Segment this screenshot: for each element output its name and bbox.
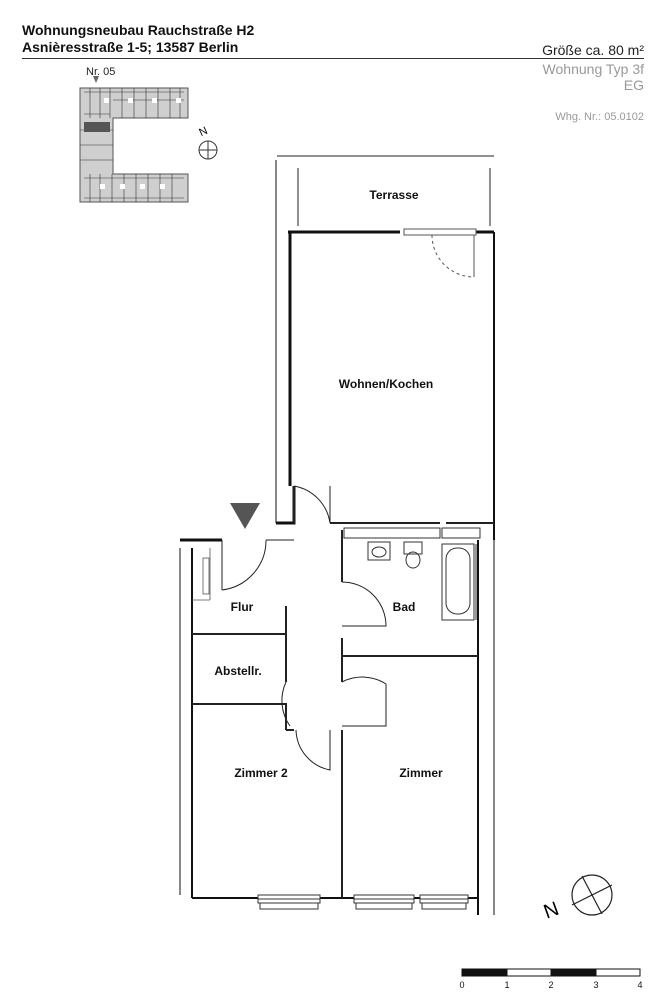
apartment-type: Wohnung Typ 3f: [542, 61, 644, 77]
room-label-zimmer-2: Zimmer 2: [234, 766, 288, 780]
windows: [257, 894, 469, 910]
keyplan-north-letter: N: [197, 125, 209, 139]
keyplan-label: Nr. 05: [86, 66, 116, 78]
entrance-marker-icon: [230, 503, 260, 529]
room-label-wohnen-kochen: Wohnen/Kochen: [338, 377, 434, 391]
corridor-lines: [192, 548, 211, 601]
toilet-tank-icon: [403, 541, 423, 555]
washbasin-bowl-icon: [371, 546, 387, 558]
interior-walls: [192, 486, 494, 898]
terrace-door: [403, 228, 477, 278]
header-divider: [22, 58, 644, 59]
project-address: Asnièresstraße 1-5; 13587 Berlin: [22, 39, 239, 55]
washbasin-icon: [367, 541, 391, 561]
apartment-number: Whg. Nr.: 05.0102: [555, 111, 644, 123]
scale-label: 1: [504, 980, 510, 990]
scale-label: 2: [548, 980, 554, 990]
scale-label: 3: [593, 980, 599, 990]
scale-label: 0: [459, 980, 465, 990]
room-label-flur: Flur: [230, 600, 254, 614]
bathroom-fixtures: [343, 527, 481, 621]
keyplan-building: [79, 76, 189, 203]
room-label-bad: Bad: [392, 600, 416, 614]
apartment-size: Größe ca. 80 m²: [542, 42, 644, 58]
project-title: Wohnungsneubau Rauchstraße H2: [22, 22, 255, 38]
scale-bar: [461, 968, 641, 977]
keyplan-compass-icon: N: [197, 125, 218, 160]
scale-label: 4: [637, 980, 643, 990]
keyplan-marker-icon: [93, 76, 99, 83]
apartment-floor: EG: [623, 77, 644, 93]
header-title: Wohnungsneubau Rauchstraße H2 Asnièresst…: [22, 22, 254, 56]
compass-north-letter: N: [541, 898, 562, 924]
door-swings: [281, 485, 387, 771]
room-label-zimmer: Zimmer: [399, 766, 443, 780]
compass-icon: N: [541, 874, 613, 924]
room-label-abstellraum: Abstellr.: [214, 664, 262, 678]
bathtub-icon: [441, 543, 475, 621]
terrace-outline: [277, 155, 494, 226]
entrance-door: [221, 539, 294, 591]
room-label-terrasse: Terrasse: [369, 188, 419, 202]
toilet-icon: [405, 551, 421, 569]
